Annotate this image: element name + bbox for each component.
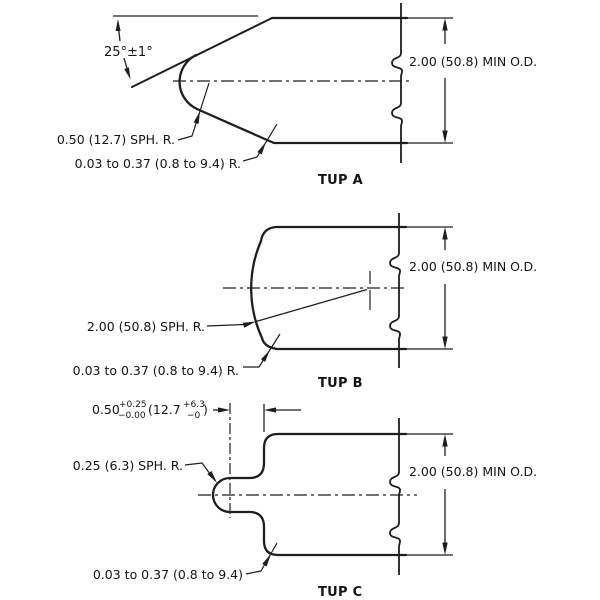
tup-c-length-arrow-right-icon xyxy=(218,407,230,413)
tup-b-blend-radius-text: 0.03 to 0.37 (0.8 to 9.4) R. xyxy=(73,363,239,378)
tup-a-od-text: 2.00 (50.8) MIN O.D. xyxy=(409,54,537,69)
tup-b-dim-arrow-up-icon xyxy=(442,227,448,240)
tup-c-label: TUP C xyxy=(318,585,363,600)
tup-a-blend-radius-text: 0.03 to 0.37 (0.8 to 9.4) R. xyxy=(75,156,241,171)
tup-c-dim-arrow-up-icon xyxy=(442,434,448,447)
figure-tup-a: 25°±1° 0.50 (12.7) SPH. R. 0.03 to 0.37 … xyxy=(57,3,537,188)
tup-a-blend-radius-arrow-icon xyxy=(257,142,266,155)
tup-a-angle-arrow-down-icon xyxy=(124,67,131,80)
tup-c-dim-arrow-down-icon xyxy=(442,542,448,555)
tup-a-dim-arrow-up-icon xyxy=(442,18,448,31)
tup-c-sph-radius-arrow-icon xyxy=(207,471,217,483)
figure-tup-c: 0.50 +0.25 −0.00 (12.7 +6.3 −0 ) 0.25 (6… xyxy=(73,400,537,600)
tup-c-outline xyxy=(211,432,408,557)
tup-c-blend-radius-arrow-icon xyxy=(262,554,271,567)
tup-c-length-tol-minus: −0.00 xyxy=(118,411,146,421)
figure-tup-b: 2.00 (50.8) SPH. R. 0.03 to 0.37 (0.8 to… xyxy=(73,213,537,391)
tup-a-dim-arrow-down-icon xyxy=(442,130,448,143)
tup-a-lower-edge xyxy=(195,107,409,145)
tup-c-length-value: 0.50 xyxy=(92,402,120,417)
tup-a-angle-text: 25°±1° xyxy=(104,45,153,60)
tup-c-length-metric-tol-minus: −0 xyxy=(187,411,201,421)
tup-c-sph-radius-leader xyxy=(184,462,214,479)
tup-a-angle-arrow-up-icon xyxy=(115,19,121,31)
tup-c-length-metric-tol-plus: +6.3 xyxy=(183,400,205,410)
tup-b-sph-radius-leader xyxy=(206,323,245,327)
tup-a-break-line xyxy=(391,3,403,163)
tup-c-length-dim-text: 0.50 +0.25 −0.00 (12.7 +6.3 −0 ) xyxy=(92,400,208,421)
tup-b-blend-radius-leader xyxy=(243,333,281,368)
tup-a-sph-radius-arrow-icon xyxy=(193,111,200,124)
tup-a-sph-radius-text: 0.50 (12.7) SPH. R. xyxy=(57,132,175,147)
tup-a-sph-radius-leader xyxy=(177,82,210,141)
tup-a-nose-arc xyxy=(178,53,199,111)
tup-c-od-text: 2.00 (50.8) MIN O.D. xyxy=(409,464,537,479)
tup-c-blend-radius-text: 0.03 to 0.37 (0.8 to 9.4) xyxy=(93,567,243,582)
tup-c-break-line xyxy=(389,418,401,575)
tup-b-blend-radius-arrow-icon xyxy=(261,350,270,362)
tup-b-break-line xyxy=(389,213,401,368)
tup-b-outline xyxy=(250,225,408,351)
tup-a-blend-radius-leader xyxy=(242,123,278,162)
tup-a-chamfer-line xyxy=(131,17,273,88)
tup-b-sph-radius-arrow-icon xyxy=(242,321,256,328)
tup-b-dim-arrow-down-icon xyxy=(442,336,448,349)
tup-c-length-metric: (12.7 xyxy=(148,402,181,417)
tup-b-sph-radius-text: 2.00 (50.8) SPH. R. xyxy=(87,319,205,334)
tup-c-sph-radius-text: 0.25 (6.3) SPH. R. xyxy=(73,458,183,473)
tup-a-label: TUP A xyxy=(318,173,363,188)
tup-c-blend-radius-leader xyxy=(245,542,278,575)
tup-c-length-arrow-left-icon xyxy=(264,407,276,413)
tup-b-sph-radius-centerline-leader xyxy=(255,288,368,323)
tup-c-length-tol-plus: +0.25 xyxy=(119,400,147,410)
tup-c-length-close-paren: ) xyxy=(203,402,208,417)
tup-b-label: TUP B xyxy=(318,376,363,391)
tup-b-od-text: 2.00 (50.8) MIN O.D. xyxy=(409,259,537,274)
